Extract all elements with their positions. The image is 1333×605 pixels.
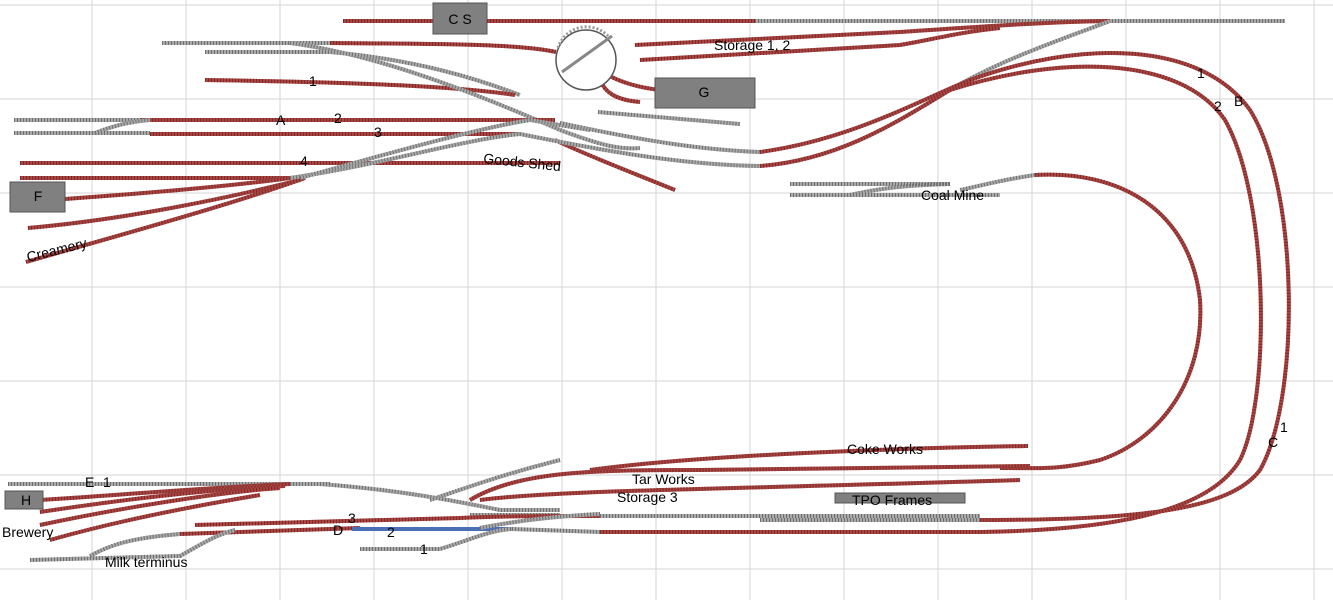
- tracks: [8, 19, 1291, 562]
- track-sleepers: [39, 482, 291, 502]
- building-f[interactable]: F: [9, 181, 66, 213]
- track-segment[interactable]: [597, 110, 741, 126]
- label-siding-d: D: [333, 522, 343, 538]
- track-sleepers: [468, 464, 1031, 502]
- label-siding-4: 4: [300, 153, 308, 169]
- track-sleepers: [790, 182, 1000, 197]
- track-sleepers: [27, 178, 301, 230]
- label-storage-3: Storage 3: [617, 489, 678, 505]
- track-sleepers: [519, 132, 761, 168]
- label-low-3: 3: [348, 510, 356, 526]
- label-low-2: 2: [387, 524, 395, 540]
- building-g-label: G: [699, 84, 710, 100]
- track-sleepers: [64, 176, 291, 201]
- label-loop-1-bottom: 1: [1280, 419, 1288, 435]
- label-siding-1: 1: [309, 73, 317, 89]
- track-sleepers: [639, 26, 1001, 62]
- track-sleepers: [14, 118, 151, 135]
- label-loop-2-top: 2: [1214, 98, 1222, 114]
- track-sleepers: [479, 478, 1021, 502]
- track-segment[interactable]: [589, 444, 1029, 472]
- turntable[interactable]: [555, 25, 617, 91]
- track-sleepers: [559, 121, 761, 154]
- label-loop-b: B: [1234, 93, 1243, 109]
- track-segment[interactable]: [949, 64, 1263, 534]
- label-siding-3: 3: [374, 124, 382, 140]
- track-segment[interactable]: [89, 532, 181, 558]
- track-sleepers: [39, 486, 281, 527]
- label-tar-works: Tar Works: [632, 471, 695, 487]
- track-segment[interactable]: [969, 51, 1291, 522]
- track-segment[interactable]: [634, 19, 1111, 47]
- building-h-label: H: [21, 492, 31, 508]
- label-tpo-frames: TPO Frames: [852, 492, 932, 508]
- track-sleepers: [179, 526, 361, 536]
- label-loop-1-top: 1: [1197, 65, 1205, 81]
- label-siding-e: E: [85, 474, 94, 490]
- track-sleepers: [39, 484, 286, 514]
- label-storage-1-2: Storage 1, 2: [714, 37, 790, 53]
- building-cs-label: C S: [448, 11, 471, 27]
- building-tpo[interactable]: [834, 492, 966, 504]
- track-sleepers: [949, 64, 1263, 534]
- track-segment[interactable]: [289, 41, 641, 151]
- track-sleepers: [299, 117, 591, 180]
- track-segment[interactable]: [319, 482, 560, 512]
- track-sleepers: [89, 532, 181, 558]
- building-f-label: F: [34, 188, 43, 204]
- track-segment[interactable]: [360, 527, 513, 551]
- label-coke-works: Coke Works: [847, 441, 923, 457]
- label-siding-e-1: 1: [103, 474, 111, 490]
- track-sleepers: [959, 173, 1036, 192]
- label-siding-2: 2: [334, 110, 342, 126]
- track-sleepers: [479, 512, 601, 530]
- track-segment[interactable]: [511, 527, 601, 534]
- track-sleepers: [999, 172, 1203, 471]
- track-segment[interactable]: [429, 458, 561, 502]
- building-cs[interactable]: C S: [432, 2, 488, 35]
- label-coal-mine: Coal Mine: [921, 187, 984, 203]
- label-brewery: Brewery: [2, 524, 53, 540]
- track-segment[interactable]: [759, 88, 952, 168]
- track-sleepers: [329, 41, 557, 54]
- track-segment[interactable]: [999, 172, 1203, 471]
- track-sleepers: [360, 527, 513, 551]
- label-milk-terminus: Milk terminus: [105, 554, 187, 570]
- track-sleepers: [25, 176, 306, 264]
- track-sleepers: [29, 528, 236, 562]
- label-siding-a: A: [276, 112, 286, 128]
- track-sleepers: [969, 51, 1291, 522]
- track-sleepers: [194, 514, 601, 527]
- track-sleepers: [49, 493, 261, 542]
- track-segment[interactable]: [606, 73, 661, 92]
- track-sleepers: [204, 78, 516, 97]
- label-goods-shed: Goods Shed: [483, 150, 562, 174]
- building-g[interactable]: G: [654, 77, 756, 109]
- label-loop-c: C: [1268, 434, 1278, 450]
- building-h[interactable]: H: [4, 490, 44, 510]
- label-low-1: 1: [420, 541, 428, 557]
- label-creamery: Creamery: [25, 235, 89, 265]
